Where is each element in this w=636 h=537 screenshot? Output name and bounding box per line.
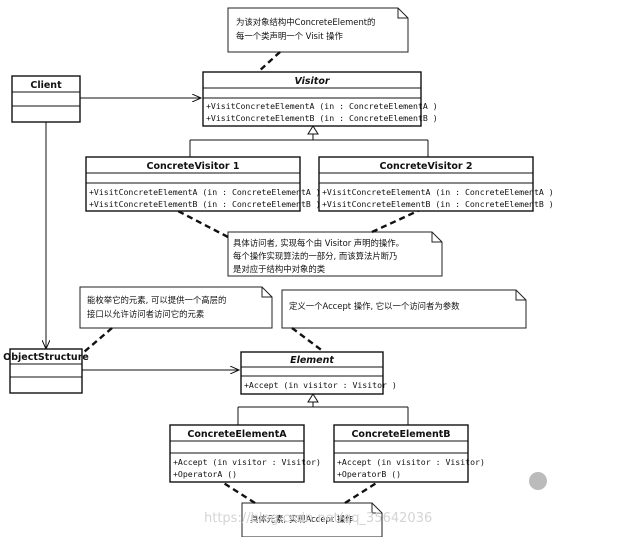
class-cea-name: ConcreteElementA bbox=[187, 429, 287, 440]
class-element: Element +Accept (in visitor : Visitor ) bbox=[240, 351, 397, 395]
class-concrete-element-a: ConcreteElementA +Accept (in visitor : V… bbox=[169, 424, 321, 483]
class-cea-op-2: +OperatorA () bbox=[173, 469, 237, 479]
class-element-name: Element bbox=[290, 355, 334, 366]
class-ceb-op-2: +OperatorB () bbox=[337, 469, 401, 479]
class-objstruct-name: ObjectStructure bbox=[3, 352, 89, 363]
class-cv2-op-2: +VisitConcreteElementB (in : ConcreteEle… bbox=[322, 199, 554, 209]
visitor-generalization bbox=[189, 125, 429, 157]
concrete-visitor-note-line-1: 具体访问者, 实现每个由 Visitor 声明的操作。 bbox=[233, 238, 404, 248]
class-visitor-op-1: +VisitConcreteElementA (in : ConcreteEle… bbox=[206, 101, 438, 111]
element-note: 定义一个Accept 操作, 它以一个访问者为参数 bbox=[281, 289, 527, 329]
cea-note-connector bbox=[221, 480, 256, 505]
class-cv2-name: ConcreteVisitor 2 bbox=[379, 161, 472, 172]
concrete-visitor-note: 具体访问者, 实现每个由 Visitor 声明的操作。 每个操作实现算法的一部分… bbox=[227, 231, 443, 277]
class-objectstructure: ObjectStructure bbox=[3, 348, 89, 394]
concrete-visitor-note-line-2: 每个操作实现算法的一部分, 而该算法片断乃 bbox=[233, 251, 397, 261]
ceb-note-connector bbox=[344, 480, 379, 505]
watermark-text: https://blog.csdn.net/qq_35642036 bbox=[204, 511, 432, 526]
cv2-note-connector bbox=[371, 208, 421, 234]
class-cea-op-1: +Accept (in visitor : Visitor) bbox=[173, 457, 321, 467]
class-concrete-visitor-2: ConcreteVisitor 2 +VisitConcreteElementA… bbox=[318, 156, 554, 212]
visitor-note-line-1: 为该对象结构中ConcreteElement的 bbox=[236, 17, 375, 27]
cv1-note-connector bbox=[175, 208, 229, 239]
note-connectors bbox=[83, 51, 421, 505]
objstruct-note-line-2: 接口以允许访问者访问它的元素 bbox=[87, 309, 204, 319]
class-ceb-name: ConcreteElementB bbox=[351, 429, 450, 440]
class-cv1-op-1: +VisitConcreteElementA (in : ConcreteEle… bbox=[89, 187, 321, 197]
objstruct-note-connector bbox=[83, 327, 113, 353]
class-concrete-element-b: ConcreteElementB +Accept (in visitor : V… bbox=[333, 424, 485, 483]
objstruct-note: 能枚举它的元素, 可以提供一个高层的 接口以允许访问者访问它的元素 bbox=[79, 286, 273, 329]
concrete-element-note: 具体元素, 实现Accept 操作 bbox=[241, 502, 383, 537]
class-visitor: Visitor +VisitConcreteElementA (in : Con… bbox=[202, 71, 438, 127]
element-note-connector bbox=[291, 327, 325, 353]
concrete-visitor-note-line-3: 是对应于结构中对象的类 bbox=[233, 264, 326, 274]
class-visitor-op-2: +VisitConcreteElementB (in : ConcreteEle… bbox=[206, 113, 438, 123]
element-generalization bbox=[237, 393, 409, 425]
class-cv1-name: ConcreteVisitor 1 bbox=[146, 161, 239, 172]
class-cv1-op-2: +VisitConcreteElementB (in : ConcreteEle… bbox=[89, 199, 321, 209]
visitor-note-connector bbox=[257, 51, 281, 73]
element-note-line-1: 定义一个Accept 操作, 它以一个访问者为参数 bbox=[289, 301, 460, 311]
associations bbox=[46, 98, 239, 370]
objstruct-note-line-1: 能枚举它的元素, 可以提供一个高层的 bbox=[87, 295, 226, 305]
concrete-element-note-line-1: 具体元素, 实现Accept 操作 bbox=[250, 514, 354, 524]
visitor-note: 为该对象结构中ConcreteElement的 每一个类声明一个 Visit 操… bbox=[227, 7, 409, 53]
class-concrete-visitor-1: ConcreteVisitor 1 +VisitConcreteElementA… bbox=[85, 156, 321, 212]
class-cv2-op-1: +VisitConcreteElementA (in : ConcreteEle… bbox=[322, 187, 554, 197]
class-element-op-1: +Accept (in visitor : Visitor ) bbox=[244, 380, 397, 390]
class-ceb-op-1: +Accept (in visitor : Visitor) bbox=[337, 457, 485, 467]
class-client: Client bbox=[11, 75, 81, 123]
side-scroll-dot bbox=[529, 472, 547, 490]
class-client-name: Client bbox=[30, 80, 62, 91]
class-visitor-name: Visitor bbox=[294, 76, 330, 87]
visitor-note-line-2: 每一个类声明一个 Visit 操作 bbox=[236, 31, 344, 41]
